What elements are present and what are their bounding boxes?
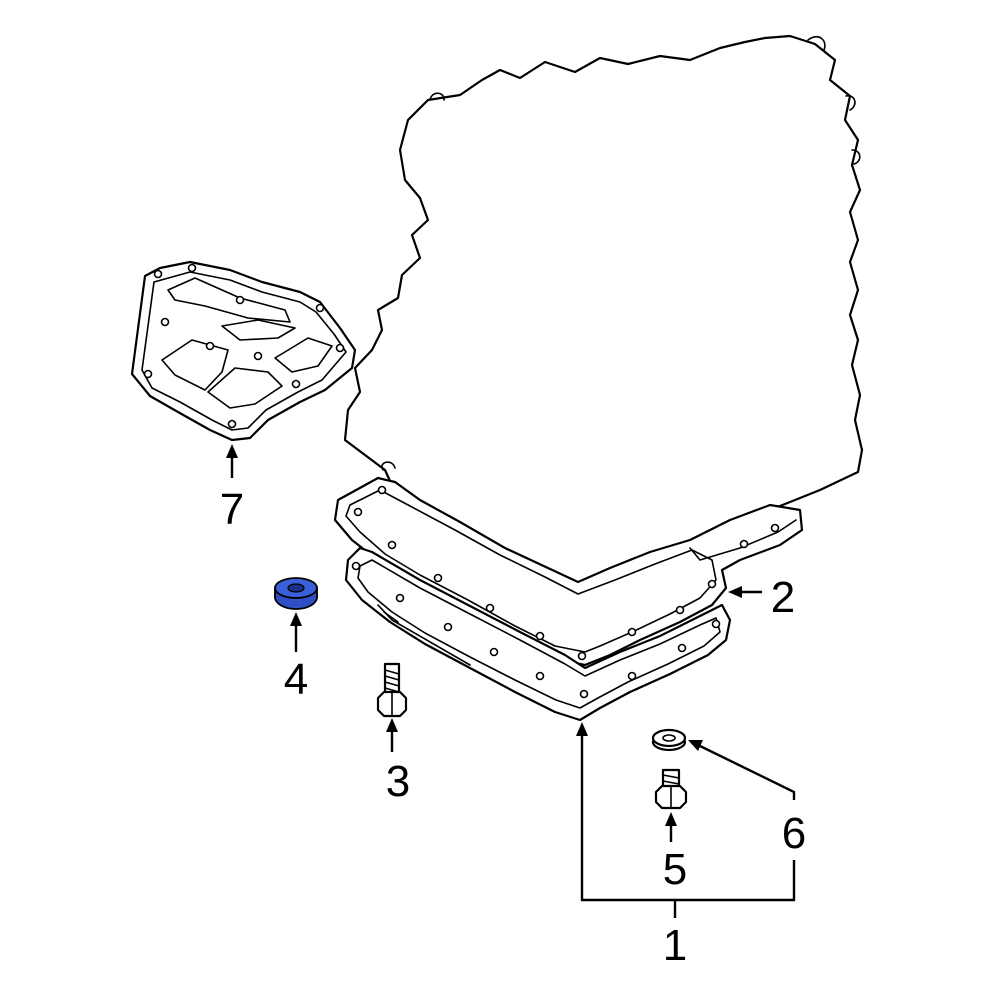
arrow-3 xyxy=(386,718,398,732)
arrow-4 xyxy=(290,612,302,626)
callout-5: 5 xyxy=(663,845,687,894)
leader-6 xyxy=(699,744,796,800)
arrow-6 xyxy=(688,740,703,751)
leaders xyxy=(226,444,796,918)
arrow-5 xyxy=(665,812,677,826)
callout-7: 7 xyxy=(220,485,244,534)
oil-pan xyxy=(344,546,732,722)
drain-plug-5 xyxy=(654,768,688,810)
callout-6: 6 xyxy=(782,809,806,858)
arrow-7 xyxy=(226,444,238,458)
gasket-upper xyxy=(333,476,804,667)
separator-plate xyxy=(130,260,357,442)
grommet-highlighted xyxy=(274,577,318,610)
arrow-1 xyxy=(576,722,588,736)
leader-1-bracket xyxy=(580,736,796,902)
callout-3: 3 xyxy=(386,757,410,806)
callout-labels: 7 4 3 2 6 5 1 xyxy=(220,485,806,970)
bolt-3 xyxy=(376,662,408,718)
callout-1: 1 xyxy=(663,921,687,970)
callout-2: 2 xyxy=(771,573,795,622)
washer-6 xyxy=(651,728,687,752)
grommet-hole xyxy=(287,583,305,593)
callout-4: 4 xyxy=(284,655,308,704)
arrow-2 xyxy=(728,586,742,598)
